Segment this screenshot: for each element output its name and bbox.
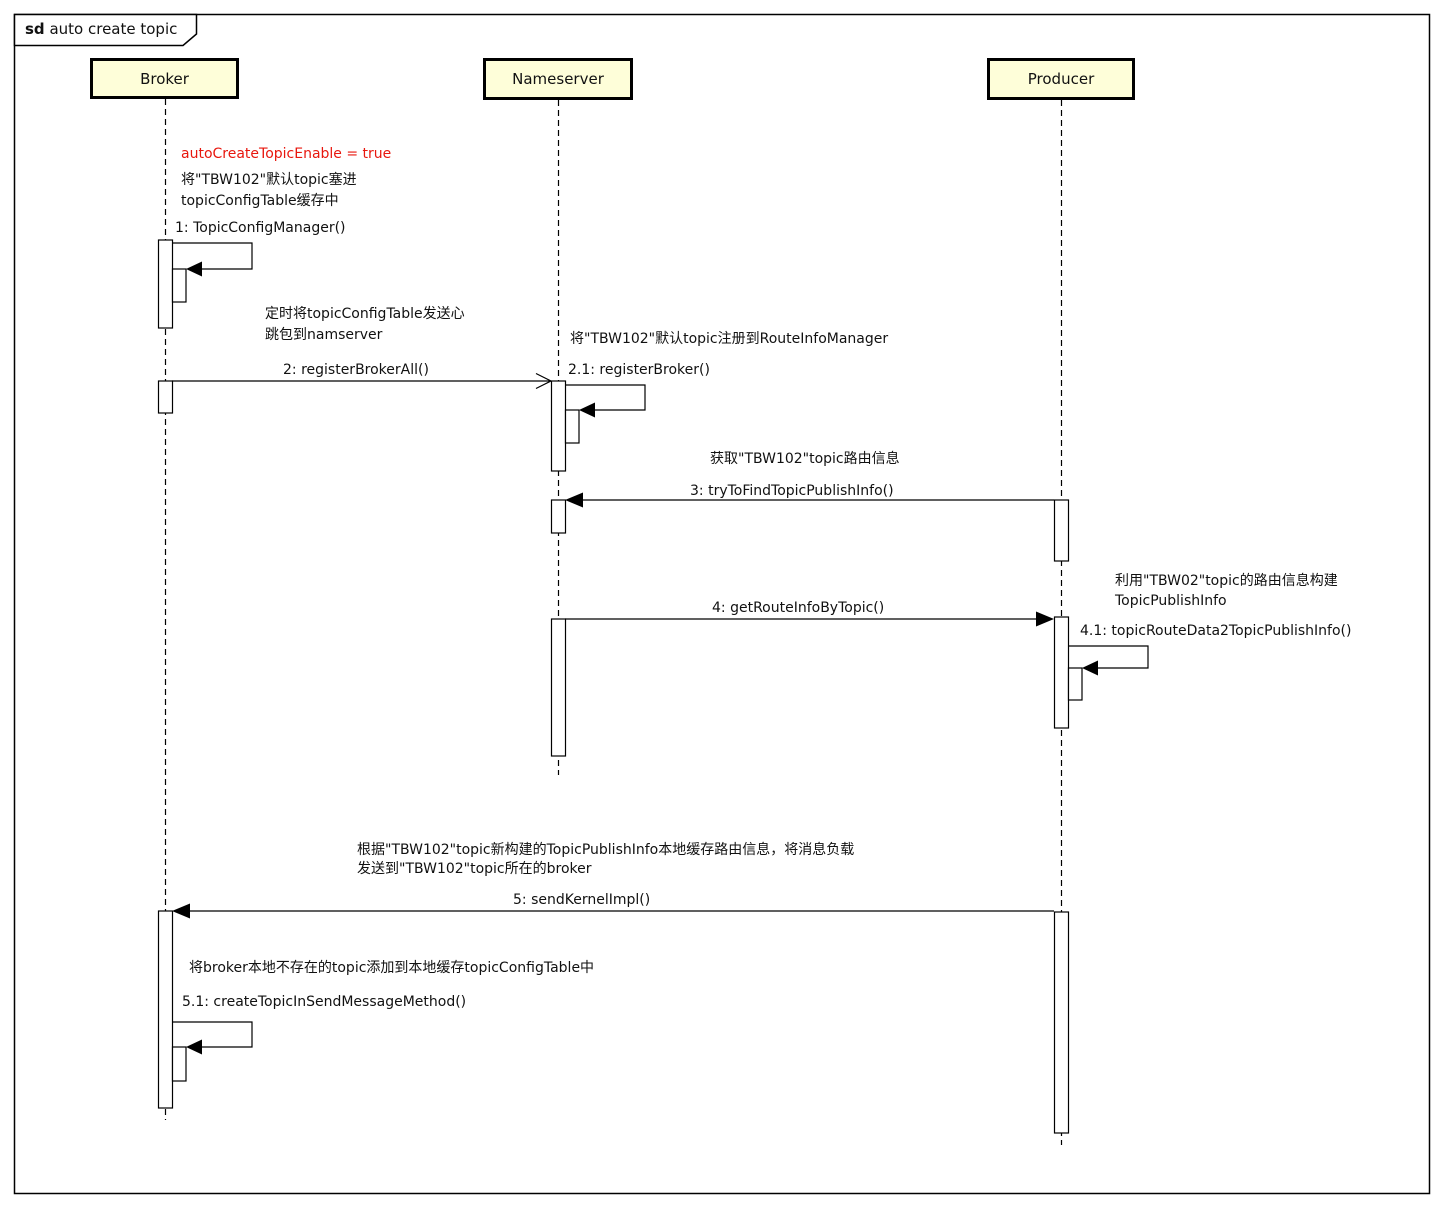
note-broker-cache-line1: 将"TBW102"默认topic塞进 (181, 172, 357, 188)
message-4-label: 4: getRouteInfoByTopic() (712, 600, 885, 616)
message-4-1-arrowhead (1082, 660, 1098, 676)
participant-nameserver-label: Nameserver (512, 70, 604, 88)
message-2-1-line (565, 384, 646, 411)
message-5-arrowhead (172, 903, 190, 919)
broker-activation-2 (157, 380, 174, 414)
message-2-1-arrowhead (579, 402, 595, 418)
message-2-open-arrowhead (535, 372, 553, 390)
producer-activation-4 (1053, 616, 1070, 729)
message-1-line (172, 242, 253, 270)
note-broker-cache-line2: topicConfigTable缓存中 (181, 193, 339, 209)
participant-producer-label: Producer (1027, 70, 1095, 88)
diagram-title: sd auto create topic (25, 20, 177, 38)
participant-broker: Broker (90, 58, 239, 99)
note-build-publish-info-line2: TopicPublishInfo (1115, 593, 1227, 609)
producer-activation-4-nested (1067, 667, 1083, 701)
message-1-label: 1: TopicConfigManager() (175, 220, 346, 236)
nameserver-activation-3 (550, 499, 567, 534)
message-5-label: 5: sendKernelImpl() (513, 892, 651, 908)
message-2-label: 2: registerBrokerAll() (283, 362, 429, 378)
nameserver-activation-4 (550, 618, 567, 757)
message-3-label: 3: tryToFindTopicPublishInfo() (690, 483, 894, 499)
note-send-to-broker-line1: 根据"TBW102"topic新构建的TopicPublishInfo本地缓存路… (357, 842, 855, 858)
note-heartbeat-line2: 跳包到namserver (265, 327, 383, 343)
nameserver-activation-2-nested (564, 409, 580, 444)
message-2-1-label: 2.1: registerBroker() (568, 362, 710, 378)
message-5-1-label: 5.1: createTopicInSendMessageMethod() (182, 994, 467, 1010)
note-register-route: 将"TBW102"默认topic注册到RouteInfoManager (570, 331, 889, 347)
nameserver-activation-2 (550, 380, 567, 472)
producer-activation-5 (1053, 911, 1070, 1134)
message-4-arrowhead (1036, 611, 1054, 627)
title-tab (13, 13, 198, 47)
note-auto-create-flag: autoCreateTopicEnable = true (181, 146, 392, 162)
broker-activation-1-nested (171, 268, 187, 303)
participant-nameserver: Nameserver (483, 58, 633, 100)
participant-producer: Producer (987, 58, 1135, 100)
broker-activation-5 (157, 910, 174, 1109)
broker-activation-1 (157, 239, 174, 329)
note-send-to-broker-line2: 发送到"TBW102"topic所在的broker (357, 861, 592, 877)
message-1-arrowhead (186, 261, 202, 277)
participant-broker-label: Broker (140, 69, 189, 88)
note-build-publish-info-line1: 利用"TBW02"topic的路由信息构建 (1115, 573, 1338, 589)
message-3-arrowhead (565, 492, 583, 508)
note-get-route: 获取"TBW102"topic路由信息 (710, 451, 900, 467)
diagram-title-keyword: sd (25, 20, 45, 38)
note-heartbeat-line1: 定时将topicConfigTable发送心 (265, 306, 465, 322)
message-4-1-label: 4.1: topicRouteData2TopicPublishInfo() (1080, 623, 1352, 639)
note-create-topic: 将broker本地不存在的topic添加到本地缓存topicConfigTabl… (189, 960, 595, 976)
message-5-1-line (172, 1021, 253, 1048)
message-4-1-line (1068, 645, 1149, 669)
diagram-title-text: auto create topic (49, 20, 178, 38)
broker-activation-5-nested (171, 1046, 187, 1082)
message-5-1-arrowhead (186, 1039, 202, 1055)
diagram-frame (13, 13, 1431, 1195)
producer-activation-3 (1053, 499, 1070, 562)
